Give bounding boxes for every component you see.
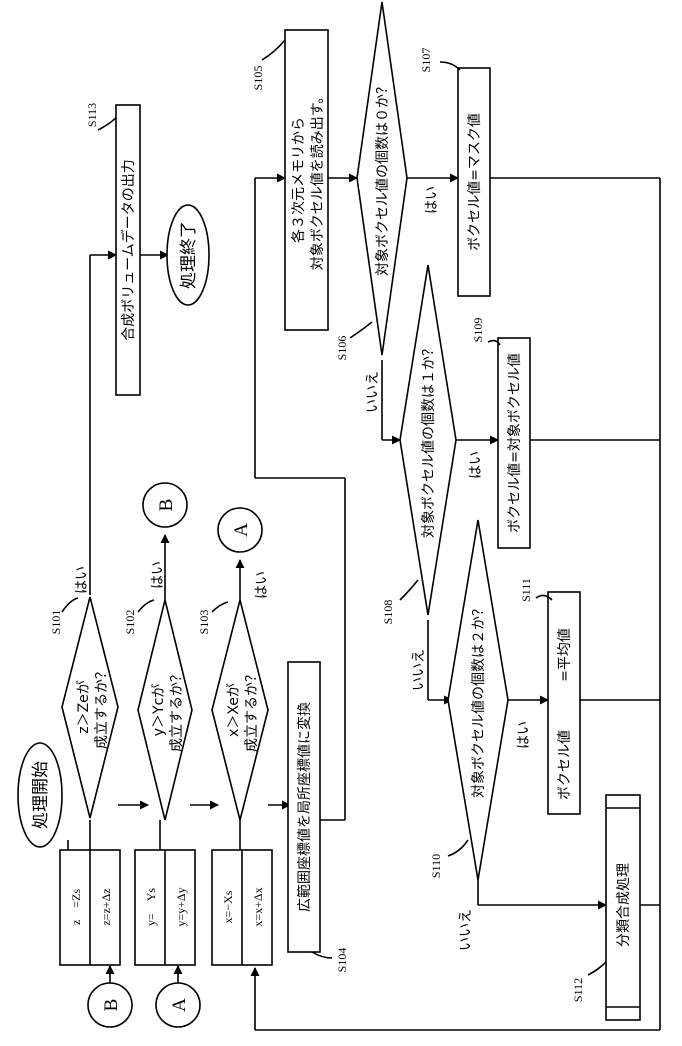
decision-s102: y＞Ycが 成立するか？ [138, 600, 192, 820]
label-s106: S106 [335, 336, 349, 361]
decision-s101: z＞Zeが 成立するか？ [62, 597, 118, 818]
s108-no: いいえ [411, 649, 427, 691]
label-s104: S104 [335, 948, 349, 973]
label-s109: S109 [471, 318, 485, 343]
y-inc-label: y=y+Δy [174, 887, 188, 926]
end-label: 処理終了 [179, 221, 199, 289]
s103-text-1: x＞Xeが [226, 683, 242, 737]
s101-yes: はい [74, 566, 90, 594]
s106-text: 対象ボクセル値の個数は０か？ [375, 80, 391, 276]
connector-b-bottom-label: B [101, 999, 122, 1012]
y-loop-box: y= Ys y=y+Δy [135, 850, 195, 965]
s111-text-1: ボクセル値 [557, 730, 573, 800]
connector-b-top-label: B [156, 499, 177, 512]
x-init-label: x=−Xs [221, 890, 235, 923]
s106-no: いいえ [365, 371, 381, 413]
label-s110: S110 [429, 854, 443, 878]
z-inc-label: z=z+Δz [99, 888, 113, 925]
s102-text-2: 成立するか？ [169, 668, 185, 752]
label-s103: S103 [197, 610, 211, 635]
label-s101: S101 [49, 610, 63, 635]
s111-text-2: =平均値 [557, 628, 573, 682]
decision-s103: x＞Xeが 成立するか？ [212, 600, 268, 820]
label-s102: S102 [123, 610, 137, 635]
s109-text: ボクセル値=対象ボクセル値 [507, 353, 523, 533]
label-s111: S111 [519, 578, 533, 602]
s105-text-2: 対象ボクセル値を読み出す。 [309, 90, 326, 271]
s108-yes: はい [468, 451, 484, 479]
label-s108: S108 [381, 600, 395, 625]
s103-yes: はい [254, 571, 270, 599]
s103-text-2: 成立するか？ [244, 668, 260, 752]
s113-text: 合成ボリュームデータの出力 [120, 159, 137, 341]
y-init-label: y= Ys [144, 888, 158, 926]
s112-text: 分類合成処理 [616, 863, 632, 947]
z-init-label: z =Zs [69, 889, 83, 925]
s102-yes: はい [150, 561, 166, 589]
s105-text-1: 各３次元メモリから [291, 117, 307, 243]
s110-text: 対象ボクセル値の個数は２か？ [471, 602, 487, 798]
s110-yes: はい [516, 721, 532, 749]
s108-text: 対象ボクセル値の個数は１か？ [421, 342, 437, 538]
z-loop-box: z =Zs z=z+Δz [60, 850, 120, 965]
s104-text: 広範囲座標値を局所座標値に変換 [296, 702, 313, 912]
connector-a-bottom-label: A [169, 998, 190, 1012]
start-label: 処理開始 [31, 761, 51, 829]
label-s113: S113 [85, 103, 99, 127]
s106-yes: はい [424, 186, 440, 214]
s102-text-1: y＞Ycが [151, 684, 167, 737]
s101-text-1: z＞Zeが [76, 680, 92, 734]
x-loop-box: x=−Xs x=x+Δx [212, 850, 272, 965]
label-s107: S107 [419, 48, 433, 73]
x-inc-label: x=x+Δx [251, 887, 265, 926]
label-s105: S105 [251, 66, 265, 91]
label-s112: S112 [571, 978, 585, 1002]
s110-no: いいえ [458, 909, 474, 951]
s107-text: ボクセル値=マスク値 [467, 113, 483, 251]
s101-text-2: 成立するか？ [94, 665, 110, 749]
connector-a-top-label: A [231, 523, 252, 537]
